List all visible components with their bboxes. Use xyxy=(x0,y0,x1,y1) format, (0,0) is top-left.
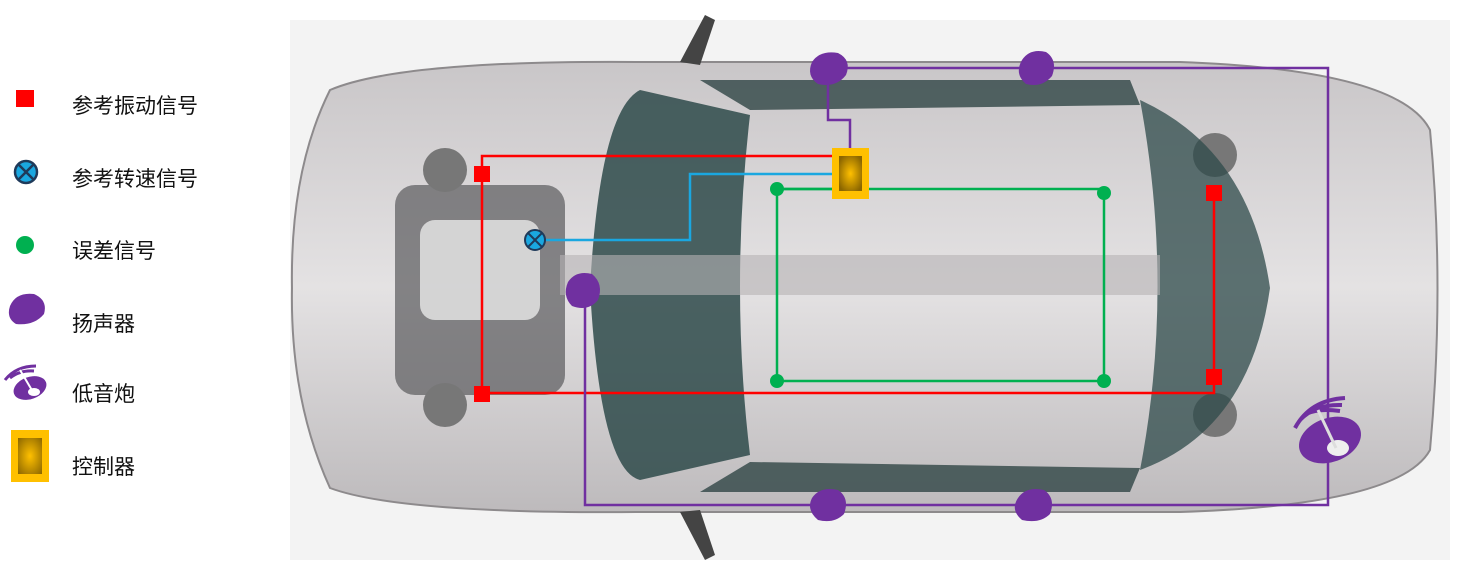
legend-label: 误差信号 xyxy=(72,239,156,263)
vibration-sensor xyxy=(1206,369,1222,385)
speaker-icon xyxy=(810,489,846,522)
speed-sensor xyxy=(524,229,546,251)
subwoofer-icon xyxy=(1293,396,1361,464)
legend-item-subwoofer: 低音炮 xyxy=(0,364,260,410)
side-window-left xyxy=(700,80,1140,110)
side-window-right xyxy=(700,462,1140,492)
mirror-right xyxy=(680,510,715,560)
legend-label: 参考转速信号 xyxy=(72,167,198,191)
wheel-front-right xyxy=(423,383,467,427)
speaker-icon xyxy=(565,273,600,308)
legend-label: 扬声器 xyxy=(72,312,135,336)
speed-signal-wire xyxy=(535,172,833,242)
legend-item-speed: 参考转速信号 xyxy=(0,155,260,195)
speaker-icon xyxy=(810,52,848,85)
wheel-front-left xyxy=(423,148,467,192)
green-dot-icon xyxy=(16,236,34,254)
error-microphone xyxy=(1097,186,1111,200)
legend-item-vibration: 参考振动信号 xyxy=(0,82,260,122)
legend-label: 低音炮 xyxy=(72,382,135,406)
controller-icon xyxy=(11,430,49,482)
legend-item-controller: 控制器 xyxy=(0,430,260,483)
vibration-sensor xyxy=(474,166,490,182)
legend-item-error: 误差信号 xyxy=(0,227,260,267)
error-microphone xyxy=(1097,374,1111,388)
engine-cover xyxy=(420,220,540,320)
legend-label: 参考振动信号 xyxy=(72,94,198,118)
error-microphone xyxy=(770,182,784,196)
subwoofer-icon xyxy=(3,364,47,400)
error-microphone xyxy=(770,374,784,388)
speaker-wire xyxy=(583,66,1330,507)
controller xyxy=(832,148,869,199)
legend: 参考振动信号 参考转速信号 误差信号 扬声器 低音炮 控制器 xyxy=(0,0,260,576)
vibration-sensor xyxy=(474,386,490,402)
legend-item-speaker: 扬声器 xyxy=(0,293,260,340)
blue-crossed-circle-icon xyxy=(13,159,39,185)
speaker-icon xyxy=(1018,51,1054,85)
red-square-icon xyxy=(16,90,34,107)
mirror-left xyxy=(680,15,715,65)
speaker-icon xyxy=(1014,489,1052,522)
legend-label: 控制器 xyxy=(72,455,135,479)
speaker-icon xyxy=(8,293,45,325)
exhaust xyxy=(560,255,1160,295)
vibration-sensor xyxy=(1206,185,1222,201)
rear-window xyxy=(1140,100,1270,470)
